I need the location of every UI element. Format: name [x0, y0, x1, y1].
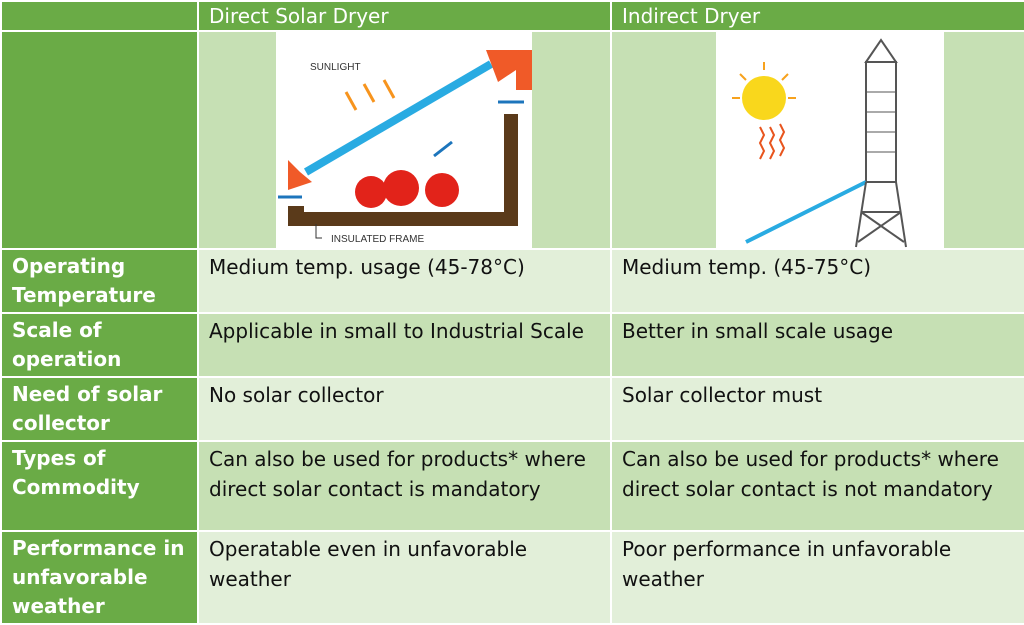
indirect-cell: Can also be used for products* where dir… [610, 440, 1024, 532]
table-row: Operating Temperature Medium temp. usage… [0, 248, 1024, 314]
row-label: Performance in unfavorable weather [0, 530, 199, 625]
table-row: Need of solar collector No solar collect… [0, 376, 1024, 442]
sunlight-label: SUNLIGHT [310, 62, 361, 73]
row-label: Types of Commodity [0, 440, 199, 532]
table-row: Performance in unfavorable weather Opera… [0, 530, 1024, 625]
row-label: Scale of operation [0, 312, 199, 378]
indirect-image-cell [610, 30, 1024, 250]
direct-cell: Operatable even in unfavorable weather [197, 530, 612, 625]
header-empty [0, 0, 199, 32]
table-row: Types of Commodity Can also be used for … [0, 440, 1024, 532]
image-row: SUNLIGHT INSULATED FRAME [0, 30, 1024, 250]
direct-cell: Can also be used for products* where dir… [197, 440, 612, 532]
indirect-cell: Poor performance in unfavorable weather [610, 530, 1024, 625]
row-label: Need of solar collector [0, 376, 199, 442]
header-row: Direct Solar Dryer Indirect Dryer [0, 0, 1024, 32]
indirect-dryer-diagram [716, 32, 944, 248]
insulated-frame-label: INSULATED FRAME [331, 234, 424, 245]
direct-dryer-diagram: SUNLIGHT INSULATED FRAME [276, 32, 532, 250]
indirect-cell: Solar collector must [610, 376, 1024, 442]
header-indirect: Indirect Dryer [610, 0, 1024, 32]
direct-cell: Applicable in small to Industrial Scale [197, 312, 612, 378]
image-row-label [0, 30, 199, 250]
header-direct: Direct Solar Dryer [197, 0, 612, 32]
direct-cell: No solar collector [197, 376, 612, 442]
row-label: Operating Temperature [0, 248, 199, 314]
direct-image-cell: SUNLIGHT INSULATED FRAME [197, 30, 612, 250]
table-row: Scale of operation Applicable in small t… [0, 312, 1024, 378]
indirect-cell: Better in small scale usage [610, 312, 1024, 378]
direct-cell: Medium temp. usage (45-78°C) [197, 248, 612, 314]
indirect-cell: Medium temp. (45-75°C) [610, 248, 1024, 314]
